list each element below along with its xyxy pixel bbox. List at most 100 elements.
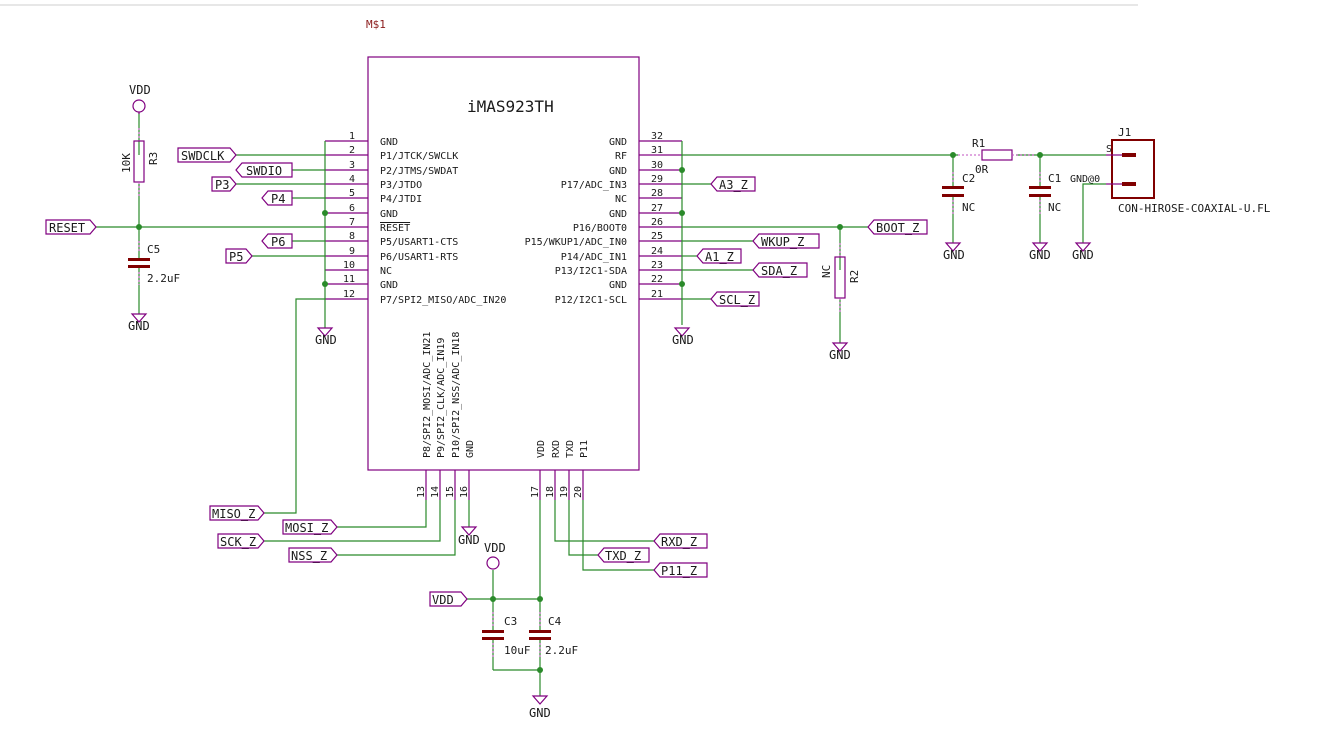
pin-number: 6 [349,203,355,214]
pin-number: 7 [349,217,355,228]
net-label-miso[interactable]: MISO_Z [209,505,265,521]
pin-number: 4 [349,174,355,185]
pin-name: RESET [380,223,410,234]
svg-text:SWDCLK: SWDCLK [181,149,225,163]
resistor-r2[interactable]: NC R2 [820,243,861,312]
svg-text:VDD: VDD [432,593,454,607]
pin-name: P11 [579,440,590,458]
c5-value: 2.2uF [147,272,180,285]
net-label-nss[interactable]: NSS_Z [288,547,338,563]
net-label-a1[interactable]: A1_Z [696,248,742,264]
capacitor-c4[interactable]: C4 2.2uF [529,612,578,657]
bottom-pin-numbers: 13 14 15 16 17 18 19 20 [416,486,584,498]
net-label-rxd[interactable]: RXD_Z [653,533,708,549]
svg-text:P6: P6 [271,235,285,249]
pin-name: P10/SPI2_NSS/ADC_IN18 [451,332,462,458]
right-pin-names: GND RF GND P17/ADC_IN3 NC GND P16/BOOT0 … [525,137,627,306]
capacitor-c1[interactable]: C1 NC [1029,172,1061,214]
net-label-p3[interactable]: P3 [211,176,237,192]
net-label-vdd[interactable]: VDD [429,591,468,607]
pin-number: 26 [651,217,663,228]
pin-number: 15 [445,486,456,498]
net-label-mosi[interactable]: MOSI_Z [282,519,338,535]
capacitor-c2[interactable]: C2 NC [942,172,975,214]
gnd-symbol[interactable]: GND [1029,242,1051,262]
c3-value: 10uF [504,644,531,657]
j1-value: CON-HIROSE-COAXIAL-U.FL [1118,202,1271,215]
pin-number: 29 [651,174,663,185]
pin-name: RF [615,151,627,162]
net-label-p6[interactable]: P6 [261,233,293,249]
net-label-p5[interactable]: P5 [225,248,253,264]
net-label-wkup[interactable]: WKUP_Z [752,233,820,249]
pin-name: GND [380,209,398,220]
pin-name: P17/ADC_IN3 [561,180,627,191]
gnd-symbol[interactable]: GND [1072,242,1094,262]
pin-number: 10 [343,260,355,271]
net-label-p4[interactable]: P4 [261,190,293,206]
net-label-p11[interactable]: P11_Z [653,562,708,578]
gnd-label: GND [458,533,480,547]
gnd-label: GND [1072,248,1094,262]
vdd-symbol-bottom[interactable]: VDD [484,541,506,570]
gnd-symbol[interactable]: GND [458,526,480,547]
svg-text:SWDIO: SWDIO [246,164,282,178]
net-label-sck[interactable]: SCK_Z [217,533,265,549]
pin-name: GND [380,280,398,291]
resistor-r1[interactable]: R1 0R [958,137,1036,176]
gnd-symbol[interactable]: GND [829,342,851,362]
pin-number: 1 [349,131,355,142]
capacitor-c5[interactable]: C5 2.2uF [128,241,180,285]
vdd-label: VDD [484,541,506,555]
bottom-pin-names: P8/SPI2_MOSI/ADC_IN21 P9/SPI2_CLK/ADC_IN… [422,332,590,458]
pin-name: GND [609,137,627,148]
pin-name: GND [380,137,398,148]
connector-j1[interactable]: J1 S GND@0 CON-HIROSE-COAXIAL-U.FL [1070,126,1271,215]
chip-body[interactable] [367,56,640,471]
j1-ref: J1 [1118,126,1131,139]
gnd-symbol[interactable]: GND [315,325,337,347]
pin-name: GND [609,209,627,220]
svg-text:P4: P4 [271,192,285,206]
pin-name: GND [465,440,476,458]
gnd-label: GND [1029,248,1051,262]
c5-ref: C5 [147,243,160,256]
net-label-a3[interactable]: A3_Z [710,176,756,192]
c2-ref: C2 [962,172,975,185]
pin-number: 13 [416,486,427,498]
c2-value: NC [962,201,975,214]
pin-name: RXD [551,440,562,458]
svg-text:SCL_Z: SCL_Z [719,293,755,307]
gnd-label: GND [315,333,337,347]
right-pin-numbers: 32 31 30 29 28 27 26 25 24 23 22 21 [651,131,663,300]
svg-text:TXD_Z: TXD_Z [605,549,641,563]
net-label-swdclk[interactable]: SWDCLK [177,147,237,163]
gnd-label: GND [829,348,851,362]
junctions [136,152,1043,673]
svg-text:P5: P5 [229,250,243,264]
gnd-symbol[interactable]: GND [943,242,965,262]
net-label-swdio[interactable]: SWDIO [235,162,293,178]
net-label-scl[interactable]: SCL_Z [710,291,760,307]
gnd-symbol[interactable]: GND [128,313,150,333]
r1-value: 0R [975,163,989,176]
svg-text:NSS_Z: NSS_Z [291,549,327,563]
gnd-symbol[interactable]: GND [672,327,694,347]
j1-pin-s: S [1106,144,1112,155]
svg-text:MOSI_Z: MOSI_Z [285,521,328,535]
capacitor-c3[interactable]: C3 10uF [482,612,531,657]
right-pin-stubs [639,140,682,300]
net-label-reset[interactable]: RESET [45,219,97,235]
pin-number: 30 [651,160,663,171]
vdd-symbol-top[interactable]: VDD [129,83,151,114]
svg-text:BOOT_Z: BOOT_Z [876,221,919,235]
net-label-sda[interactable]: SDA_Z [752,262,808,278]
net-label-boot[interactable]: BOOT_Z [867,219,928,235]
resistor-r3[interactable]: 10K R3 [120,128,160,196]
pin-name: GND [609,166,627,177]
pin-number: 2 [349,145,355,156]
net-label-txd[interactable]: TXD_Z [597,547,650,563]
gnd-symbol[interactable]: GND [529,695,551,720]
r1-ref: R1 [972,137,985,150]
